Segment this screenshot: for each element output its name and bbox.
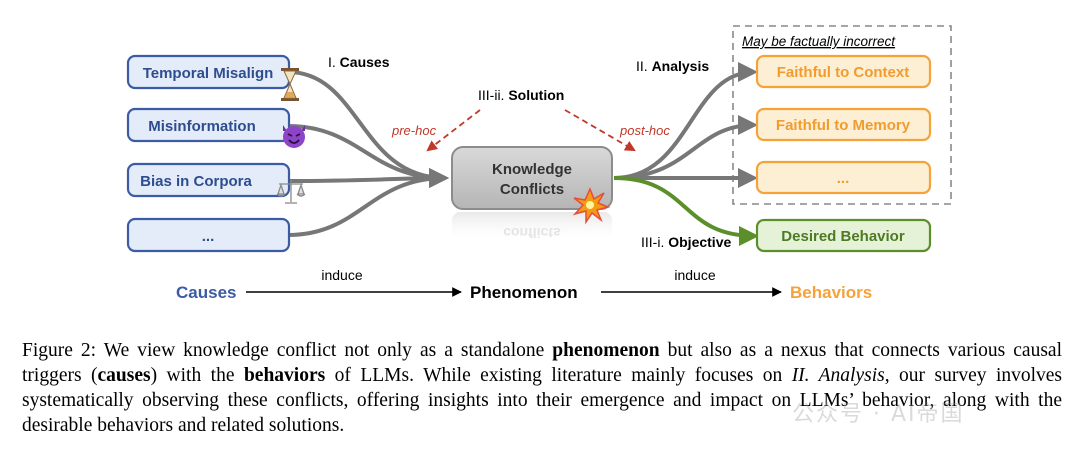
caption-text-4: of LLMs. While existing literature mainl… [325,365,792,386]
caption-phenomenon: phenomenon [552,340,660,361]
knowledge-conflicts-line1: Knowledge [492,161,572,178]
behavior-box-more: ... [755,160,932,195]
behavior-box-memory: Faithful to Memory [755,107,932,142]
knowledge-conflicts-reflection: conflicts [452,212,612,242]
cause-box-bias: Bias in Corpora [126,162,291,198]
causes-section-label: I. Causes [328,54,390,70]
objective-label: Desired Behavior [781,228,905,245]
caption-text-3: ) with the [150,365,244,386]
behavior-box-context: Faithful to Context [755,54,932,89]
factually-incorrect-region [732,25,952,205]
knowledge-conflicts-box: Knowledge Conflicts [451,146,613,210]
cause-arrows [287,70,449,237]
flow-causes: Causes [176,283,236,302]
hourglass-icon [281,68,299,101]
explosion-icon [572,187,611,225]
knowledge-conflicts-line2: Conflicts [500,181,564,198]
cause-label-misinformation: Misinformation [148,118,256,135]
caption-text-5: , our survey involves systematically obs… [22,365,1063,436]
behavior-label-memory: Faithful to Memory [776,117,911,134]
cause-label-more: ... [202,228,215,245]
figure-caption: Figure 2: We view knowledge conflict not… [22,338,1062,438]
behavior-label-context: Faithful to Context [777,64,909,81]
watermark: 公众号 · AI帝国 [792,402,965,427]
cause-label-temporal: Temporal Misalign [143,65,274,82]
caption-text-2: but also as a nexus that connects variou… [22,340,1062,386]
caption-analysis: II. Analysis [791,365,885,386]
flow-behaviors: Behaviors [790,283,872,302]
analysis-section-label: II. Analysis [636,58,709,74]
flow-induce-1: induce [321,267,362,283]
svg-text:conflicts: conflicts [503,225,561,241]
analysis-arrows [613,62,758,188]
factually-incorrect-note: May be factually incorrect [742,34,896,49]
cause-box-temporal: Temporal Misalign [126,54,291,90]
behavior-label-more: ... [837,170,850,187]
scales-icon [276,180,306,204]
caption-text-1: Figure 2: We view knowledge conflict not… [22,340,553,361]
objective-box: Desired Behavior [755,218,932,253]
cause-box-more: ... [126,217,291,253]
solution-arrows [426,109,636,152]
caption-behaviors: behaviors [243,365,326,386]
flow-induce-2: induce [674,267,715,283]
flow-phenomenon: Phenomenon [470,283,578,302]
objective-section-label: III-i. Objective [641,234,731,250]
caption-causes: causes [97,365,151,386]
knowledge-conflict-diagram: May be factually incorrect pre-hoc post-… [126,25,952,302]
cause-box-misinformation: Misinformation [126,107,291,143]
cause-label-bias: Bias in Corpora [140,173,252,190]
post-hoc-label: post-hoc [619,123,670,138]
pre-hoc-label: pre-hoc [391,123,437,138]
objective-arrow [613,176,759,246]
devil-icon [283,125,305,148]
solution-section-label: III-ii. Solution [478,87,564,103]
